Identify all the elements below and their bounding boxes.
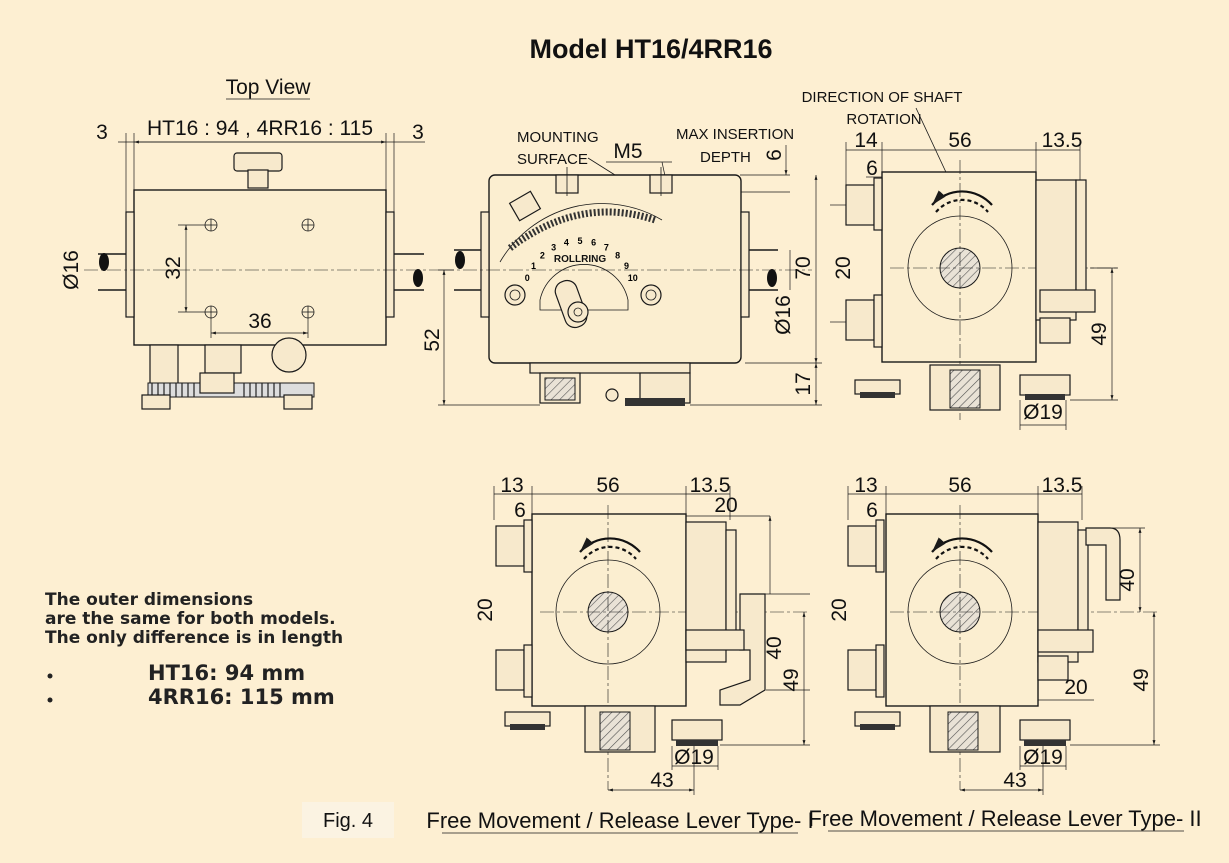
top-view-right-gap: 3 <box>412 121 424 144</box>
front-view-height-52: 52 <box>421 328 444 351</box>
label-direction-shaft: DIRECTION OF SHAFT <box>802 89 963 106</box>
scale-mark: 7 <box>604 243 609 253</box>
side-view-dim-56: 56 <box>948 129 971 152</box>
type2-dim-6: 6 <box>866 499 878 522</box>
page-title: Model HT16/4RR16 <box>529 34 772 64</box>
type2-dim-20-bottom: 20 <box>1064 676 1087 699</box>
scale-mark: 1 <box>531 261 536 271</box>
type2-dim-40: 40 <box>1116 568 1139 591</box>
dimension-note: The outer dimensions are the same for bo… <box>45 590 343 709</box>
top-view: Top View HT16 : 94 , 4RR16 : 115 3 3 Ø16 <box>60 76 440 410</box>
side-view-dim-dia-19: Ø19 <box>1023 401 1063 424</box>
label-surface: SURFACE <box>517 151 588 168</box>
bullet-icon <box>47 697 53 703</box>
label-max-insertion: MAX INSERTION <box>676 126 794 143</box>
lever-type-1-view: 13 56 13.5 20 6 20 Ø19 43 <box>426 474 814 834</box>
type2-caption: Free Movement / Release Lever Type- II <box>808 806 1201 831</box>
top-view-shaft-dia: Ø16 <box>60 250 83 290</box>
scale-mark: 8 <box>615 251 620 261</box>
type1-dim-20-top: 20 <box>714 494 737 517</box>
brand-logo: ROLLRING <box>554 254 606 265</box>
type1-dim-13-5: 13.5 <box>690 474 731 497</box>
note-line-2: are the same for both models. <box>45 609 336 629</box>
type2-dim-49: 49 <box>1130 668 1153 691</box>
scale-mark: 0 <box>525 273 530 283</box>
note-line-1: The outer dimensions <box>45 590 253 610</box>
side-view-dim-13-5: 13.5 <box>1042 129 1083 152</box>
side-view-dim-6: 6 <box>866 157 878 180</box>
side-view-dim-14: 14 <box>854 129 878 152</box>
type1-dim-56: 56 <box>596 474 619 497</box>
type2-dim-13: 13 <box>854 474 877 497</box>
label-depth: DEPTH <box>700 149 751 166</box>
type1-dim-49: 49 <box>780 668 803 691</box>
type2-dim-20: 20 <box>828 598 851 621</box>
front-view-height-17: 17 <box>792 372 815 395</box>
top-view-heading: Top View <box>226 76 312 99</box>
fig-label-box <box>302 802 394 838</box>
scale-mark: 5 <box>577 236 582 246</box>
lever-type-2-view: 13 56 13.5 6 20 Ø19 43 40 <box>808 474 1202 832</box>
side-view-dim-49: 49 <box>1088 322 1111 345</box>
label-thread: M5 <box>613 140 642 163</box>
type1-dim-6: 6 <box>514 499 526 522</box>
scale-mark: 3 <box>551 243 556 253</box>
scale-mark: 10 <box>628 273 638 283</box>
type1-dim-20: 20 <box>474 598 497 621</box>
front-view-shaft-dia: Ø16 <box>772 295 795 335</box>
label-rotation: ROTATION <box>846 111 921 128</box>
side-view: DIRECTION OF SHAFT ROTATION 14 56 13.5 6… <box>802 89 1120 430</box>
type2-dim-13-5: 13.5 <box>1042 474 1083 497</box>
top-view-hole-spacing-h: 36 <box>248 310 271 333</box>
type2-dim-56: 56 <box>948 474 971 497</box>
type1-dim-43: 43 <box>650 769 673 792</box>
top-view-left-gap: 3 <box>96 121 108 144</box>
note-line-3: The only difference is in length <box>45 628 343 648</box>
bullet-icon <box>47 673 53 679</box>
scale-mark: 4 <box>564 238 569 248</box>
type1-caption: Free Movement / Release Lever Type- I <box>426 808 813 833</box>
top-view-overall-length: HT16 : 94 , 4RR16 : 115 <box>147 117 373 140</box>
type1-dim-13: 13 <box>500 474 523 497</box>
front-view-insertion-depth: 6 <box>763 149 786 161</box>
figure-label: Fig. 4 <box>323 810 373 832</box>
type2-dim-43: 43 <box>1003 769 1026 792</box>
note-bullet-ht16: HT16: 94 mm <box>148 661 305 685</box>
top-view-hole-spacing-v: 32 <box>162 256 185 279</box>
type1-dim-40: 40 <box>763 636 786 659</box>
side-view-dim-20: 20 <box>832 256 855 279</box>
front-view: MOUNTING SURFACE M5 MAX INSERTION DEPTH … <box>421 126 822 406</box>
scale-mark: 6 <box>591 238 596 248</box>
scale-mark: 9 <box>624 261 629 271</box>
label-mounting: MOUNTING <box>517 129 599 146</box>
scale-mark: 2 <box>540 251 545 261</box>
front-view-height-70: 70 <box>792 256 815 279</box>
note-bullet-4rr16: 4RR16: 115 mm <box>148 685 335 709</box>
